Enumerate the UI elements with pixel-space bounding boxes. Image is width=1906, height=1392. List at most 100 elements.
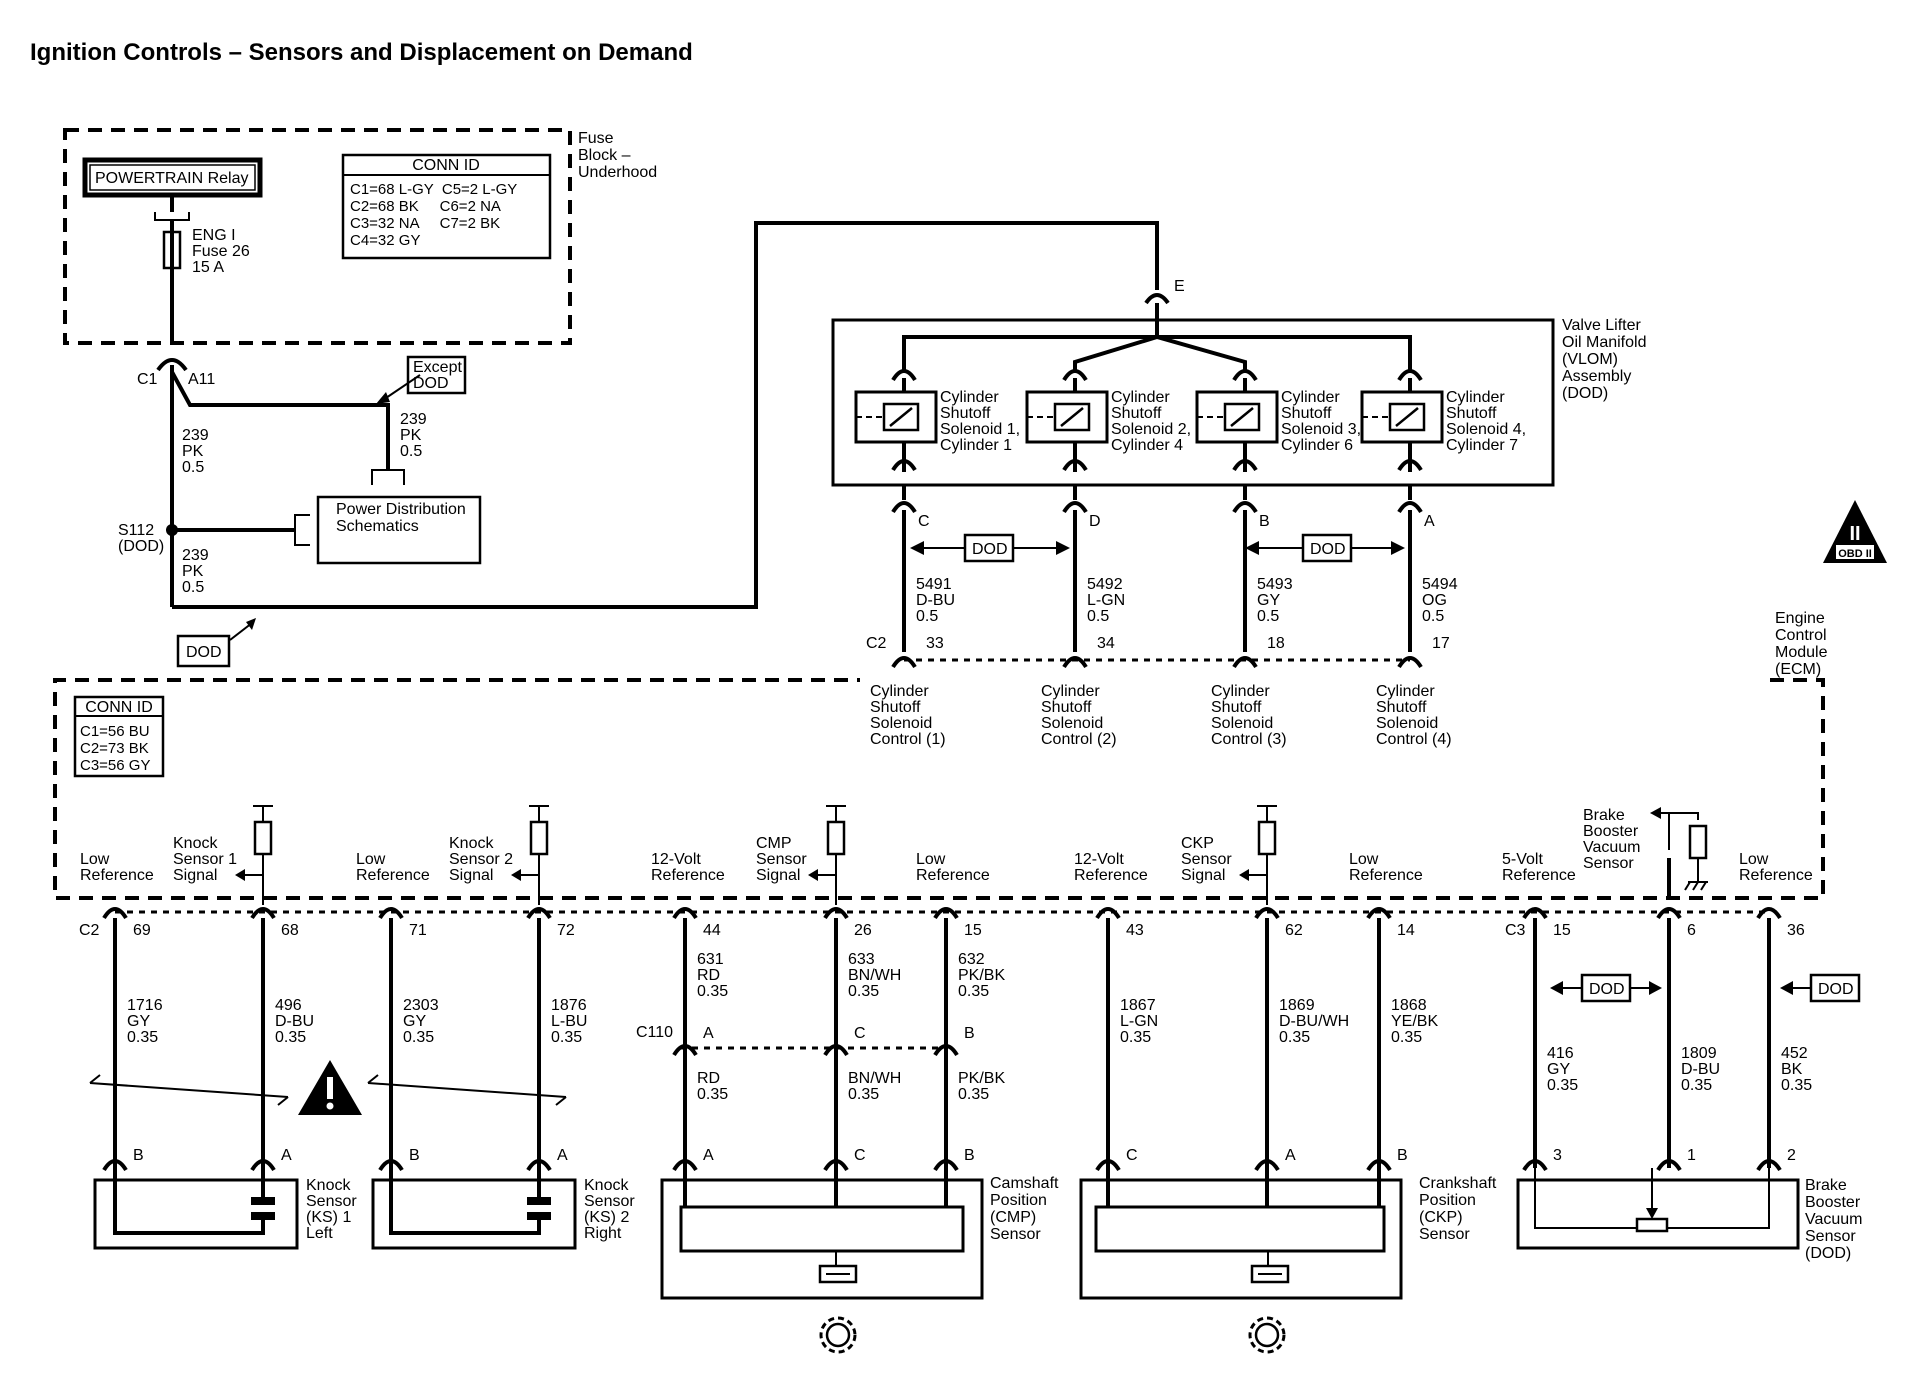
- c110-pin-C-connector: [823, 1044, 849, 1057]
- knock-sensor-1-element: [251, 1197, 275, 1205]
- cmp-3-ecm-connector: [933, 907, 959, 920]
- solenoid-1-upper-connector: [891, 369, 917, 382]
- ckp-1-pin-number: 43: [1126, 922, 1144, 939]
- power-distribution-label: Power Distribution Schematics: [336, 501, 470, 535]
- knock-4-pin-number: 72: [557, 922, 575, 939]
- knock-4-ecm-connector: [526, 907, 552, 920]
- brake-sensor-potentiometer: [1635, 1217, 1669, 1233]
- cmp-reluctor-gear-icon: [819, 1316, 857, 1354]
- except-dod-label: Except DOD: [413, 359, 466, 392]
- splice-s112-label: S112 (DOD): [118, 522, 164, 555]
- dod-arrow-c-d: DOD: [910, 533, 1070, 563]
- knock-2-ecm-connector: [250, 907, 276, 920]
- dod-arrow-b-a: DOD: [1245, 533, 1405, 563]
- c1-label: C1: [137, 371, 158, 388]
- knock-4-sensor-pin: A: [557, 1147, 568, 1164]
- vlom-bus-inner: [1073, 334, 1247, 370]
- ckp-1-ecm-connector: [1095, 907, 1121, 920]
- brake-1-sensor-connector: [1522, 1159, 1548, 1172]
- ecm-pin-34: 34: [1097, 635, 1115, 652]
- cmp-3-sensor-pin: B: [964, 1147, 975, 1164]
- dod-arrow-brake-pins: DOD: [1550, 973, 1662, 1003]
- cmp-3-sensor-connector: [933, 1159, 959, 1172]
- cmp-1-pin-number: 44: [703, 922, 721, 939]
- solenoid-3-upper-connector: [1232, 369, 1258, 382]
- cmp-sensor-label: Camshaft Position (CMP) Sensor: [990, 1175, 1063, 1243]
- ckp-3-pin-number: 14: [1397, 922, 1415, 939]
- wire-239-lower-label: 239 PK 0.5: [182, 547, 213, 596]
- ckp-sensor-label: Crankshaft Position (CKP) Sensor: [1419, 1175, 1501, 1243]
- cmp-sensor-box: [660, 1178, 984, 1300]
- ecm-c3-label: C3: [1505, 922, 1526, 939]
- brake-booster-sensor-box: [1516, 1178, 1800, 1250]
- brake-2-pin-number: 6: [1687, 922, 1696, 939]
- vlom-feed-pin: E: [1174, 278, 1185, 295]
- warning-icon: [298, 1060, 362, 1115]
- knock-3-sensor-pin: B: [409, 1147, 420, 1164]
- ckp-1-sensor-pin: C: [1126, 1147, 1138, 1164]
- fuse-block-label: Fuse Block – Underhood: [578, 130, 657, 181]
- ckp-3-sensor-pin: B: [1397, 1147, 1408, 1164]
- cmp-1-sensor-connector: [672, 1159, 698, 1172]
- c110-pin-B: B: [964, 1025, 975, 1042]
- ecm-c2-pin-18-connector: [1232, 656, 1258, 669]
- cmp-magnet-icon: [818, 1251, 858, 1284]
- vlom-bus-outer: [902, 335, 1412, 370]
- cmp-2-sensor-connector: [823, 1159, 849, 1172]
- solenoid-2-lower-connector: [1062, 459, 1088, 472]
- ecm-pin-18: 18: [1267, 635, 1285, 652]
- ckp-2-sensor-connector: [1254, 1159, 1280, 1172]
- brake-3-sensor-connector: [1756, 1159, 1782, 1172]
- cmp-2-sensor-pin: C: [854, 1147, 866, 1164]
- ecm-label: Engine Control Module (ECM): [1775, 610, 1832, 678]
- solenoid-2-upper-connector: [1062, 369, 1088, 382]
- dod-tag-lower-left-label: DOD: [186, 644, 222, 661]
- ecm-c2-lower-label: C2: [79, 922, 100, 939]
- knock-sensor-1-label: Knock Sensor (KS) 1 Left: [306, 1177, 361, 1242]
- solenoid-3-harness-connector: [1232, 501, 1258, 514]
- knock-2-sensor-connector: [250, 1159, 276, 1172]
- solenoid-4-harness-connector: [1397, 501, 1423, 514]
- vlom-feed-connector: [1144, 293, 1170, 305]
- brake-booster-ecm-label: Brake Booster Vacuum Sensor: [1583, 807, 1645, 872]
- brake-2-ecm-connector: [1656, 907, 1682, 920]
- svg-text:DOD: DOD: [1310, 541, 1346, 558]
- obd-ii-label: OBD II: [1838, 548, 1872, 560]
- ckp-3-ecm-connector: [1366, 907, 1392, 920]
- cmp-1-ecm-connector: [672, 907, 698, 920]
- a11-label: A11: [188, 371, 215, 388]
- ecm-pin-17: 17: [1432, 635, 1450, 652]
- solenoid-3-lower-connector: [1232, 459, 1258, 472]
- page-title: Ignition Controls – Sensors and Displace…: [30, 39, 693, 66]
- cmp-1-sensor-pin: A: [703, 1147, 714, 1164]
- knock-1-shield: [89, 1082, 289, 1098]
- svg-text:DOD: DOD: [972, 541, 1008, 558]
- wire-239-right-label: 239 PK 0.5: [400, 411, 431, 460]
- knock-sensor-2-label: Knock Sensor (KS) 2 Right: [584, 1177, 639, 1242]
